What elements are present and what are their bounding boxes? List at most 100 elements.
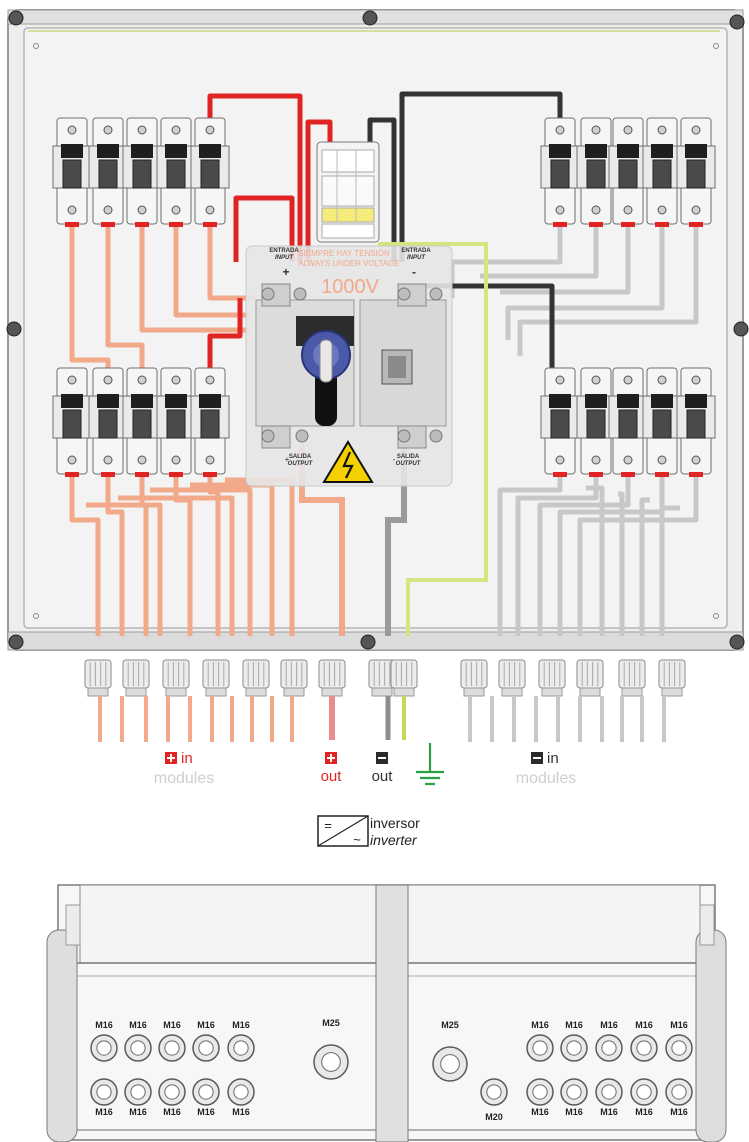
positive-main-wires <box>207 93 333 368</box>
gland-hole: M16 <box>526 1078 554 1117</box>
dc-breaker <box>122 117 162 227</box>
dc-breaker <box>52 117 92 227</box>
switch-input-left-sign: + <box>282 265 289 279</box>
positive-out-label: out <box>321 752 343 785</box>
switch-warning-line2: ALWAYS UNDER VOLTAGE <box>298 259 399 268</box>
cable-gland <box>122 659 150 697</box>
dc-breaker <box>190 367 230 477</box>
gland-size-label: M16 <box>565 1107 583 1117</box>
screw-icon <box>733 321 749 337</box>
switch-output-right-en: OUTPUT <box>396 461 422 467</box>
switch-output-right-es: SALIDA <box>397 454 420 460</box>
gland-size-label: M16 <box>95 1107 113 1117</box>
ground-icon <box>416 743 444 786</box>
cable-gland <box>280 659 308 697</box>
positive-out-word: out <box>321 768 343 785</box>
cable-gland <box>162 659 190 697</box>
positive-string-wires <box>69 225 295 636</box>
gland-size-label: M16 <box>565 1020 583 1030</box>
cable-gland <box>618 659 646 697</box>
gland-hole: M16 <box>90 1078 118 1117</box>
gland-hole: M16 <box>665 1078 693 1117</box>
dc-symbol: = <box>324 818 332 833</box>
cable-glands-top <box>84 659 686 697</box>
gland-size-label: M16 <box>670 1020 688 1030</box>
negative-modules-word: modules <box>516 770 576 787</box>
switch-output-left-sign: + <box>285 455 290 464</box>
switch-output-right-sign: - <box>393 455 396 464</box>
switch-output-left-en: OUTPUT <box>288 461 314 467</box>
gland-hole: M16 <box>560 1078 588 1117</box>
dc-breaker <box>540 367 580 477</box>
dc-breaker <box>676 367 716 477</box>
gland-size-label: M16 <box>531 1020 549 1030</box>
gland-size-label: M16 <box>600 1020 618 1030</box>
gland-hole: M16 <box>595 1078 623 1117</box>
dc-breaker <box>156 367 196 477</box>
gland-size-label: M16 <box>129 1107 147 1117</box>
gland-size-label: M16 <box>635 1020 653 1030</box>
gland-hole: M16 <box>560 1020 588 1062</box>
switch-warning-line1: SIEMPRE HAY TENSIÓN <box>298 249 390 258</box>
dc-breaker <box>540 117 580 227</box>
gland-size-label: M25 <box>441 1020 459 1030</box>
breaker-row-top-right <box>540 117 716 227</box>
gland-hole: M16 <box>595 1020 623 1062</box>
gland-hole: M16 <box>630 1078 658 1117</box>
gland-size-label: M25 <box>322 1018 340 1028</box>
gland-hole: M16 <box>526 1020 554 1062</box>
ground-wire <box>378 242 488 636</box>
gland-size-label: M16 <box>600 1107 618 1117</box>
gland-size-label: M16 <box>163 1107 181 1117</box>
cable-gland <box>658 659 686 697</box>
gland-hole: M16 <box>665 1020 693 1062</box>
negative-in-word: in <box>547 750 559 767</box>
external-cables <box>98 696 666 742</box>
gland-size-label: M16 <box>163 1020 181 1030</box>
gland-hole: M16 <box>124 1020 152 1062</box>
cable-gland <box>390 659 418 697</box>
cable-gland <box>498 659 526 697</box>
gland-size-label: M16 <box>232 1020 250 1030</box>
breaker-row-top-left <box>52 117 230 227</box>
enclosure-screws <box>6 10 749 650</box>
gland-size-label: M16 <box>197 1107 215 1117</box>
switch-input-right-es: ENTRADA <box>401 248 431 254</box>
breaker-row-bottom-left <box>52 367 230 477</box>
switch-voltage-rating: 1000V <box>321 276 379 298</box>
breaker-row-bottom-right <box>540 367 716 477</box>
gland-hole: M16 <box>158 1078 186 1117</box>
negative-out-label: out <box>372 752 393 785</box>
switch-handle[interactable] <box>301 330 351 426</box>
cable-gland <box>202 659 230 697</box>
dc-breaker <box>156 117 196 227</box>
gland-hole: M20 <box>480 1078 508 1122</box>
gland-hole: M25 <box>313 1018 349 1080</box>
gland-size-label: M16 <box>95 1020 113 1030</box>
dc-breaker <box>122 367 162 477</box>
switch-input-left-es: ENTRADA <box>269 248 299 254</box>
screw-icon <box>8 10 24 26</box>
gland-size-label: M16 <box>129 1020 147 1030</box>
gland-size-label: M16 <box>635 1107 653 1117</box>
dc-breaker <box>88 367 128 477</box>
dc-breaker <box>576 117 616 227</box>
cable-gland <box>538 659 566 697</box>
warning-triangle-icon <box>322 440 374 483</box>
switch-input-right-en: INPUT <box>407 255 426 261</box>
screw-icon <box>8 634 24 650</box>
cable-gland <box>318 659 346 697</box>
screw-icon <box>362 10 378 26</box>
inverter-label-en: inverter <box>370 832 418 848</box>
gland-size-label: M20 <box>485 1112 503 1122</box>
cable-gland <box>84 659 112 697</box>
dc-breaker <box>608 117 648 227</box>
screw-icon <box>729 14 745 30</box>
screw-icon <box>360 634 376 650</box>
dc-breaker <box>88 117 128 227</box>
gland-hole: M16 <box>90 1020 118 1062</box>
switch-input-left-en: INPUT <box>275 255 294 261</box>
cable-gland <box>242 659 270 697</box>
gland-size-label: M16 <box>232 1107 250 1117</box>
